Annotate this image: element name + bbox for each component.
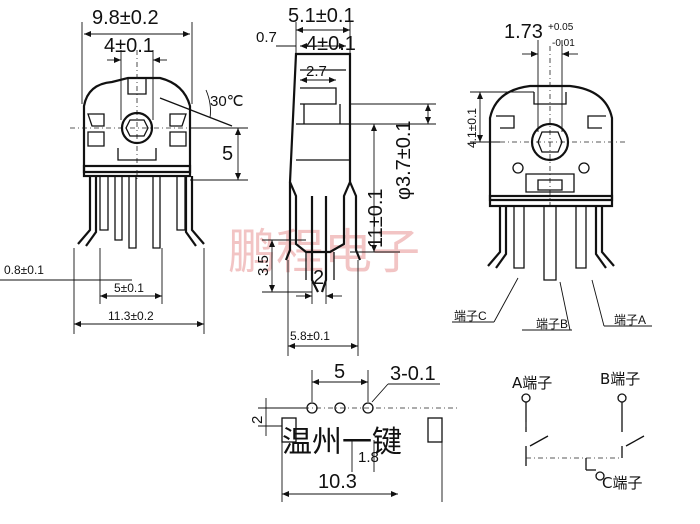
front-angle-label: 30℃: [210, 93, 244, 110]
side-inner-label: 4±0.1: [306, 33, 356, 55]
schem-a-label: A端子: [512, 374, 552, 392]
rear-tol-plus: +0.05: [548, 22, 574, 33]
front-span-label: 11.3±0.2: [108, 309, 154, 323]
schem-c-label: C端子: [602, 474, 642, 492]
rear-height-label: 4.1±0.1: [465, 108, 479, 148]
side-tab-label: 3.5: [255, 255, 272, 276]
fp-width-label: 10.3: [318, 471, 357, 493]
fp-hole-label: 3-0.1: [390, 363, 436, 385]
term-c-label: 端子C: [454, 309, 487, 323]
footer-text: 温州一键: [282, 425, 402, 460]
switch-schematic: A端子 B端子 C端子: [512, 370, 645, 492]
schem-b-label: B端子: [600, 370, 640, 388]
side-width-label: 5.1±0.1: [288, 5, 355, 27]
rear-tol-minus: -0.01: [552, 38, 575, 49]
side-stem-label: 11±0.1: [365, 188, 387, 248]
pcb-footprint: 5 3-0.1 2 1.8 10.3 温州一键: [249, 361, 460, 502]
term-a-label: 端子A: [614, 313, 646, 327]
fp-row-label: 2: [249, 416, 266, 424]
rear-shaft-label: 1.73: [504, 21, 543, 43]
front-height-label: 5: [222, 143, 233, 165]
side-view: 5.1±0.1 4±0.1 0.7 2.7 φ3.7±0.1 11±0.1 3.…: [255, 5, 436, 356]
side-base-label: 5.8±0.1: [290, 329, 330, 343]
front-view: 9.8±0.2 4±0.1 30℃ 5 0.8±0.1 5±0.1 11.3±0…: [0, 7, 248, 334]
front-pin-width-label: 0.8±0.1: [4, 263, 44, 277]
rear-view: 1.73 +0.05 -0.01 4.1±0.1 端子C 端子B 端子A: [452, 21, 652, 331]
front-hole-label: 4±0.1: [104, 35, 154, 57]
fp-pitch-label: 5: [334, 361, 345, 383]
term-b-label: 端子B: [536, 317, 568, 331]
side-step-label: 2.7: [306, 63, 327, 80]
fp-offset-label: 1.8: [358, 449, 379, 466]
side-diam-label: φ3.7±0.1: [393, 120, 415, 200]
side-tab-width-label: 2: [313, 267, 324, 289]
front-pitch-label: 5±0.1: [114, 281, 144, 295]
front-width-label: 9.8±0.2: [92, 7, 159, 29]
side-edge-label: 0.7: [256, 29, 277, 46]
